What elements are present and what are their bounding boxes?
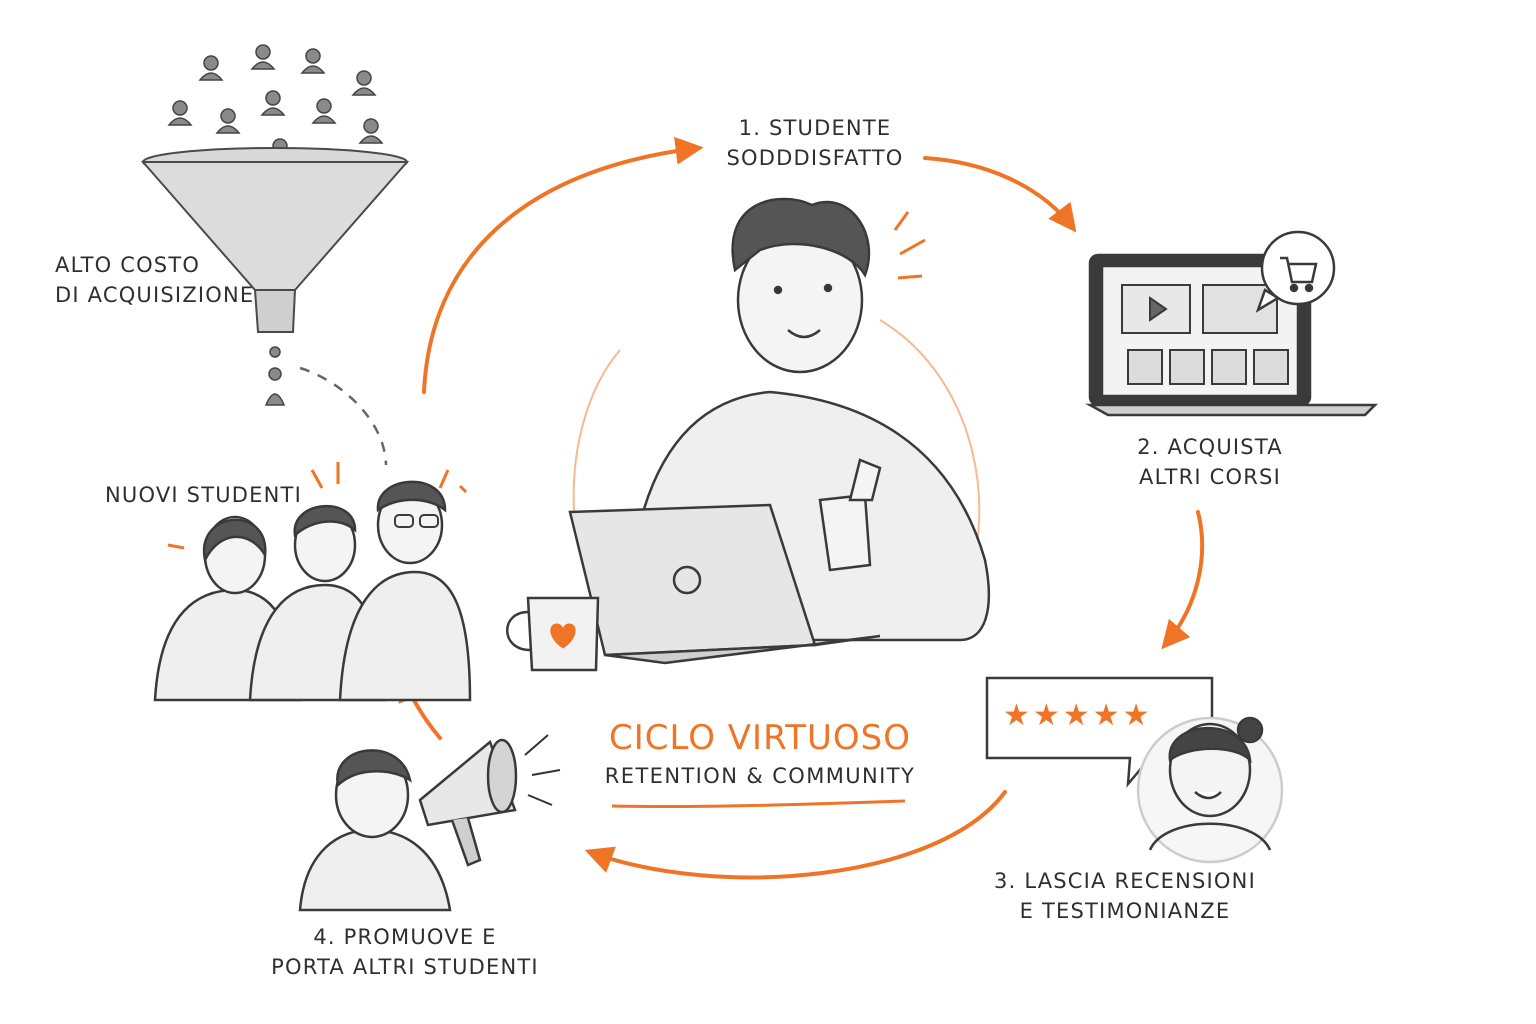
step-1-label: 1. STUDENTE SODDDISFATTO <box>700 113 930 173</box>
cycle-arrows <box>398 136 1205 880</box>
funnel-label: ALTO COSTO DI ACQUISIZIONE <box>55 250 254 310</box>
step-2-line2: ALTRI CORSI <box>1139 465 1281 489</box>
arrow-to-step4 <box>584 790 1007 880</box>
heart-icon <box>550 623 576 649</box>
central-student <box>506 197 991 672</box>
step-2-label: 2. ACQUISTA ALTRI CORSI <box>1110 432 1310 492</box>
funnel-label-line2: DI ACQUISIZIONE <box>55 283 255 307</box>
step-4-label: 4. PROMUOVE E PORTA ALTRI STUDENTI <box>270 922 540 982</box>
person-icon <box>167 44 384 164</box>
new-students-text: NUOVI STUDENTI <box>105 483 302 507</box>
step-4-line2: PORTA ALTRI STUDENTI <box>271 955 539 979</box>
funnel-icon <box>140 44 410 466</box>
step-1-line1: 1. STUDENTE <box>738 116 892 140</box>
step-2-line1: 2. ACQUISTA <box>1137 435 1283 459</box>
arrow-to-step3 <box>1161 510 1205 650</box>
course-laptop <box>1085 230 1379 417</box>
promoter <box>298 734 561 912</box>
reviewer <box>1136 716 1284 864</box>
step-1-line2: SODDDISFATTO <box>726 146 904 170</box>
cycle-title: CICLO VIRTUOSO <box>608 718 911 758</box>
funnel-label-line1: ALTO COSTO <box>55 253 201 277</box>
new-students-group <box>153 462 472 702</box>
star-icon: ★★★★★ <box>1003 698 1153 733</box>
new-students-label: NUOVI STUDENTI <box>105 480 302 510</box>
thumbs-up-icon <box>818 458 882 572</box>
cart-icon <box>1255 230 1336 313</box>
arrow-to-step1 <box>422 136 704 394</box>
play-icon <box>1121 284 1191 334</box>
mug-icon <box>506 596 600 672</box>
step-3-label: 3. LASCIA RECENSIONI E TESTIMONIANZE <box>985 866 1265 926</box>
subtitle-underline <box>611 799 906 809</box>
step-3-line2: E TESTIMONIANZE <box>1019 899 1231 923</box>
step-4-line1: 4. PROMUOVE E <box>313 925 497 949</box>
cycle-subtitle: RETENTION & COMMUNITY <box>604 764 916 788</box>
megaphone-icon <box>418 738 518 867</box>
step-3-line1: 3. LASCIA RECENSIONI <box>994 869 1256 893</box>
arrow-to-step2 <box>923 156 1077 233</box>
